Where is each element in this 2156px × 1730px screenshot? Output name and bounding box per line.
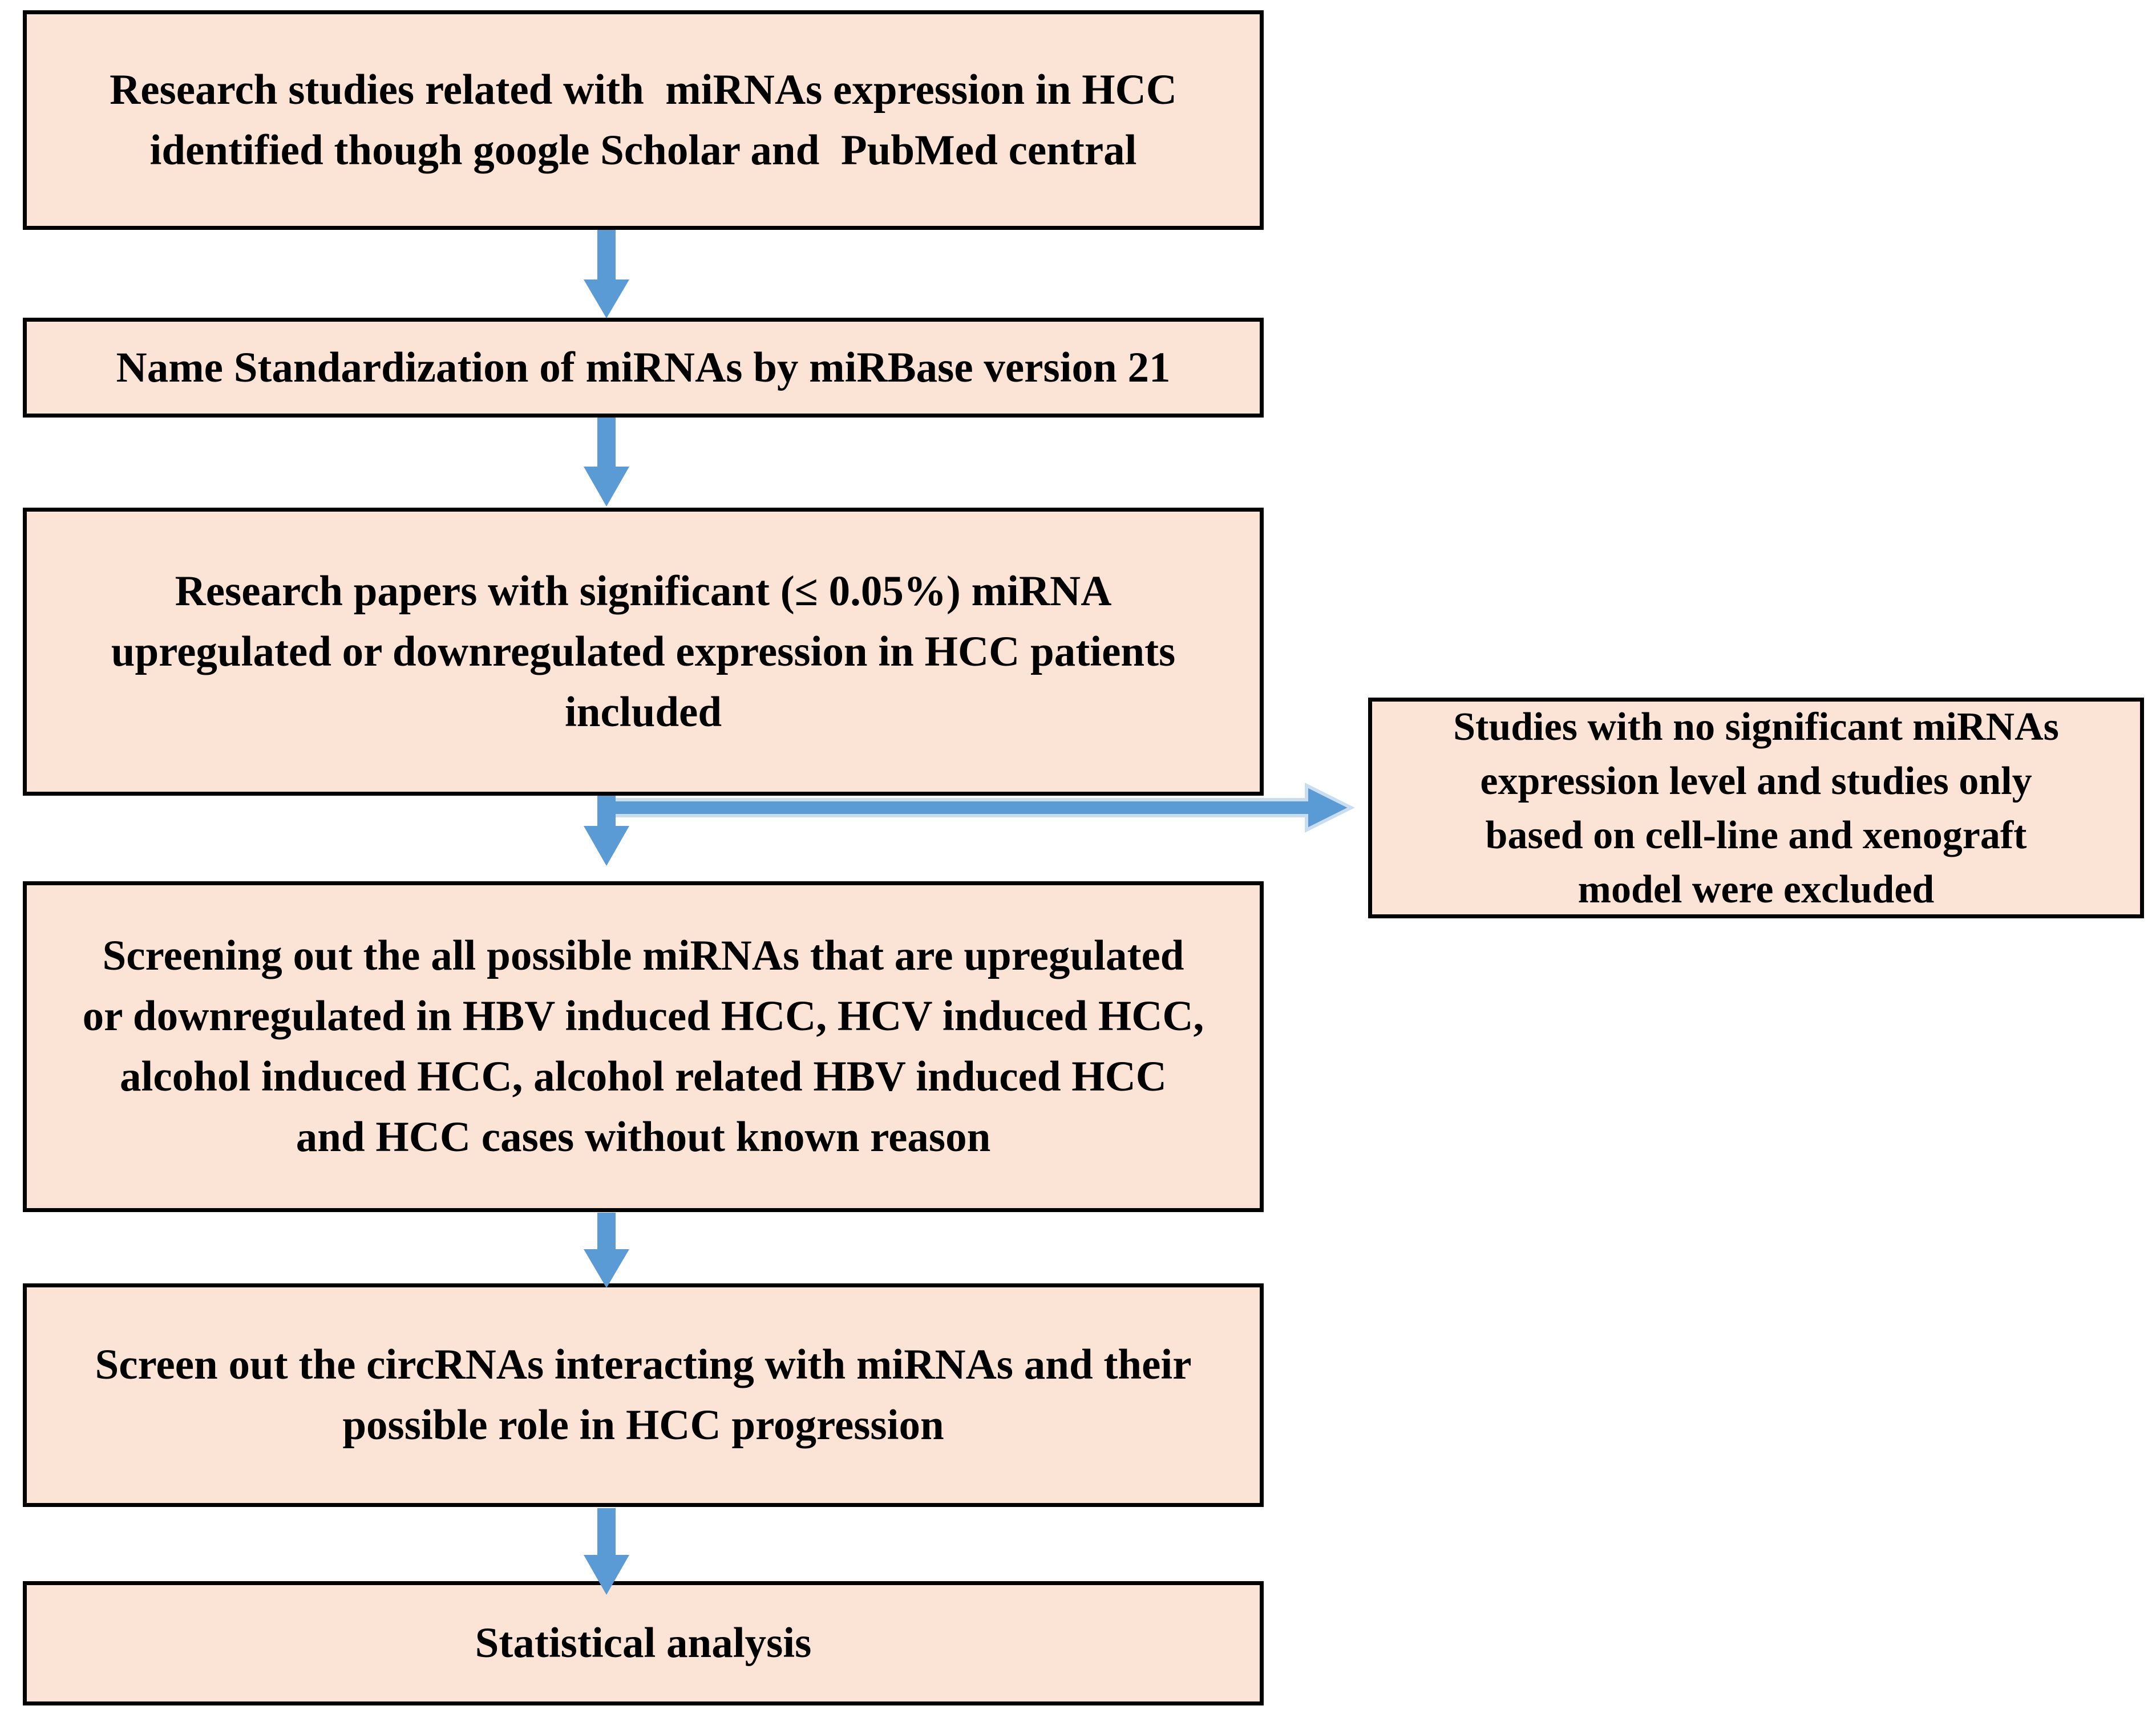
arrow-down-1-icon (584, 230, 629, 318)
box-text-line: identified though google Scholar and Pub… (149, 126, 1137, 174)
box-text-line: alcohol induced HCC, alcohol related HBV… (120, 1053, 1167, 1100)
box-text-line: and HCC cases without known reason (296, 1113, 991, 1161)
box-screen-circrnas: Screen out the circRNAs interacting with… (23, 1283, 1264, 1507)
box-text-line: upregulated or downregulated expression … (111, 627, 1176, 675)
box-significant-papers: Research papers with significant (≤ 0.05… (23, 508, 1264, 796)
box-text-line: Research papers with significant (≤ 0.05… (175, 567, 1112, 615)
box-text-line: Name Standardization of miRNAs by miRBas… (116, 343, 1171, 391)
box-excluded-studies: Studies with no significant miRNAs expre… (1368, 698, 2144, 918)
box-text-line: based on cell-line and xenograft (1485, 813, 2027, 857)
arrow-down-3-icon (584, 1213, 629, 1288)
box-text-line: expression level and studies only (1480, 759, 2032, 803)
box-text-line: or downregulated in HBV induced HCC, HCV… (82, 992, 1204, 1040)
box-text-line: included (564, 688, 722, 736)
arrow-branch-down-icon (584, 796, 629, 866)
box-text-line: Screen out the circRNAs interacting with… (95, 1341, 1192, 1388)
box-text-line: Screening out the all possible miRNAs th… (102, 932, 1184, 979)
box-text-line: model were excluded (1577, 867, 1935, 911)
box-research-studies: Research studies related with miRNAs exp… (23, 10, 1264, 230)
box-name-standardization: Name Standardization of miRNAs by miRBas… (23, 318, 1264, 418)
box-statistical-analysis: Statistical analysis (23, 1581, 1264, 1705)
box-text-line: Research studies related with miRNAs exp… (110, 66, 1177, 114)
box-screening-mirnas: Screening out the all possible miRNAs th… (23, 881, 1264, 1212)
box-text-line: Studies with no significant miRNAs (1453, 704, 2059, 749)
arrow-down-2-icon (584, 418, 629, 507)
box-text-line: Statistical analysis (475, 1619, 812, 1667)
box-text-line: possible role in HCC progression (342, 1401, 944, 1449)
